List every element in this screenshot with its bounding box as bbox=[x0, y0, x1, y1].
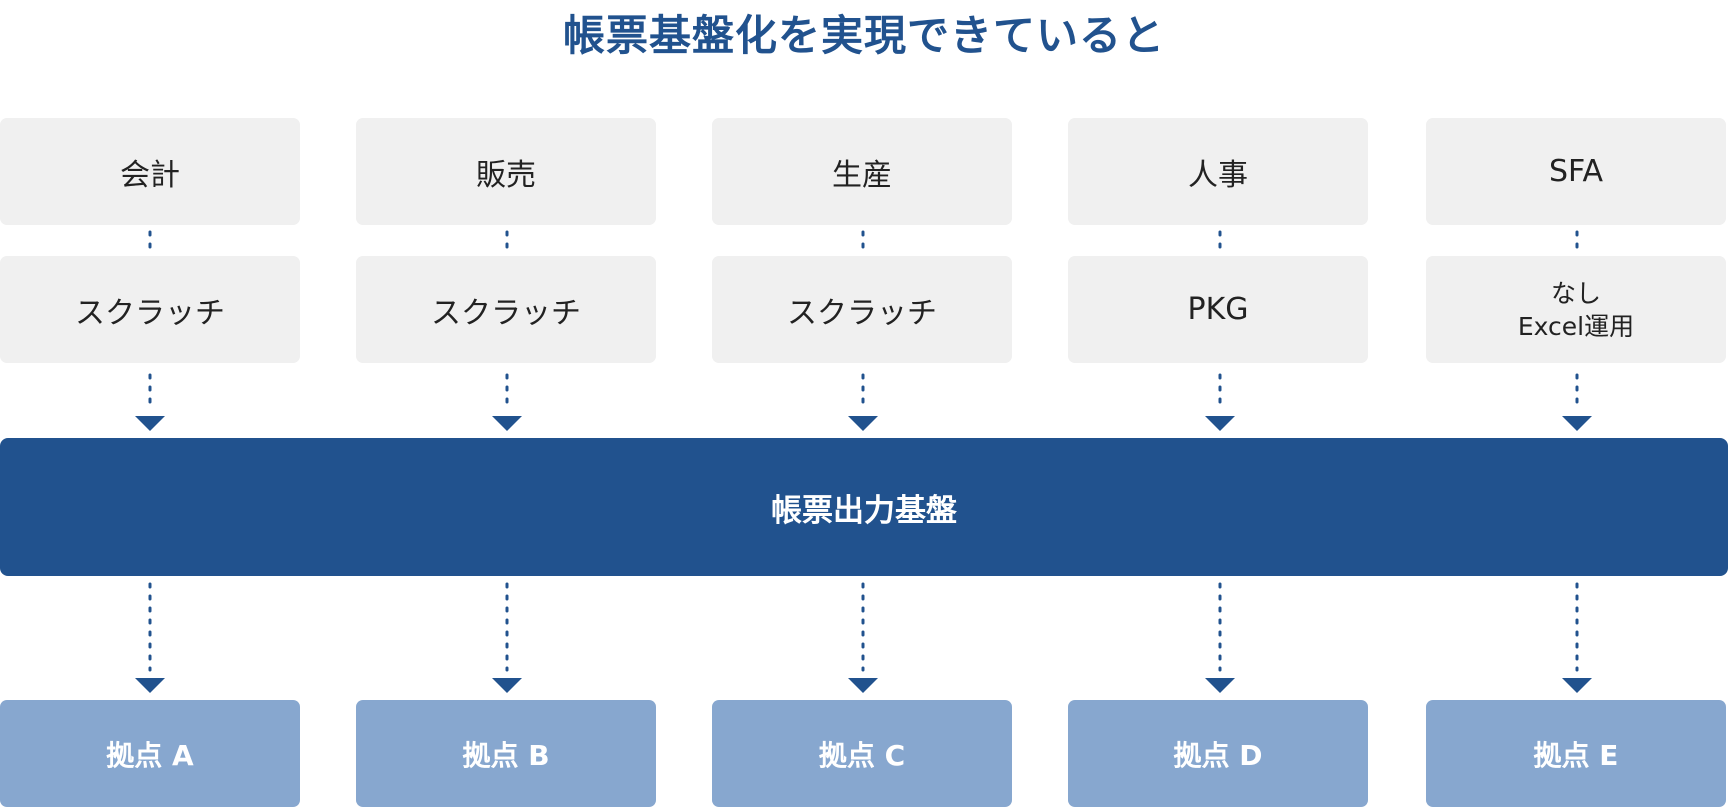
system-label: 生産 bbox=[832, 157, 892, 193]
build-label: スクラッチ bbox=[75, 295, 225, 331]
build-box-sales: スクラッチ bbox=[356, 256, 656, 363]
system-box-sfa: SFA bbox=[1426, 118, 1726, 225]
system-label: 販売 bbox=[476, 157, 536, 193]
build-box-hr: PKG bbox=[1068, 256, 1368, 363]
system-box-hr: 人事 bbox=[1068, 118, 1368, 225]
build-box-accounting: スクラッチ bbox=[0, 256, 300, 363]
arrowhead-icon bbox=[492, 416, 522, 431]
system-box-accounting: 会計 bbox=[0, 118, 300, 225]
site-label: 拠点 D bbox=[1173, 738, 1263, 772]
site-label: 拠点 E bbox=[1533, 738, 1619, 772]
site-label: 拠点 B bbox=[462, 738, 550, 772]
build-box-production: スクラッチ bbox=[712, 256, 1012, 363]
site-label: 拠点 C bbox=[818, 738, 906, 772]
arrowhead-icon bbox=[1205, 678, 1235, 693]
site-box-a: 拠点 A bbox=[0, 700, 300, 807]
arrowhead-icon bbox=[1205, 416, 1235, 431]
system-box-production: 生産 bbox=[712, 118, 1012, 225]
build-label: なし Excel運用 bbox=[1517, 278, 1635, 341]
site-box-b: 拠点 B bbox=[356, 700, 656, 807]
build-label: スクラッチ bbox=[787, 295, 937, 331]
system-box-sales: 販売 bbox=[356, 118, 656, 225]
arrowhead-icon bbox=[1562, 678, 1592, 693]
build-box-sfa: なし Excel運用 bbox=[1426, 256, 1726, 363]
arrowhead-icon bbox=[492, 678, 522, 693]
build-label: PKG bbox=[1187, 292, 1249, 327]
diagram-title: 帳票基盤化を実現できていると bbox=[562, 11, 1165, 60]
arrowhead-icon bbox=[848, 678, 878, 693]
site-box-c: 拠点 C bbox=[712, 700, 1012, 807]
site-box-d: 拠点 D bbox=[1068, 700, 1368, 807]
site-box-e: 拠点 E bbox=[1426, 700, 1726, 807]
report-output-platform: 帳票出力基盤 bbox=[0, 438, 1728, 576]
arrowhead-icon bbox=[135, 678, 165, 693]
arrowhead-icon bbox=[135, 416, 165, 431]
arrowhead-icon bbox=[848, 416, 878, 431]
platform-label: 帳票出力基盤 bbox=[771, 492, 957, 529]
system-label: 人事 bbox=[1188, 157, 1248, 193]
system-label: 会計 bbox=[120, 157, 180, 193]
arrowhead-icon bbox=[1562, 416, 1592, 431]
site-label: 拠点 A bbox=[106, 738, 194, 772]
build-label: スクラッチ bbox=[431, 295, 581, 331]
system-label: SFA bbox=[1548, 154, 1604, 189]
